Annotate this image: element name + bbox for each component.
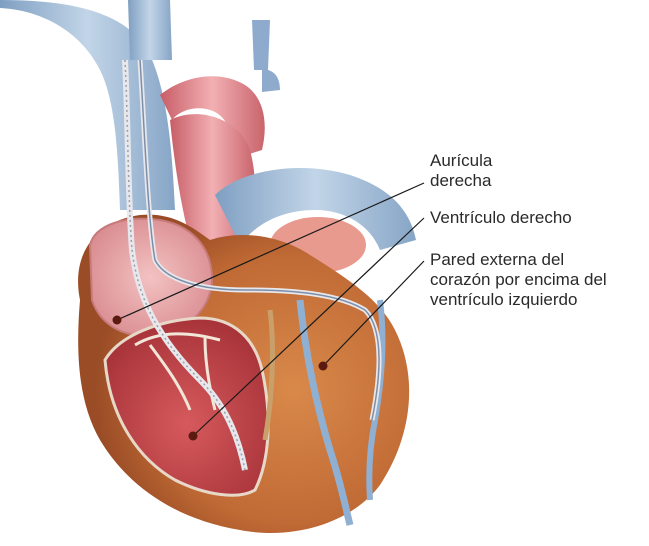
label-right-atrium-line2: derecha <box>430 171 491 190</box>
label-right-atrium-line1: Aurícula <box>430 151 492 170</box>
label-outer-wall: Pared externa del corazón por encima del… <box>430 250 607 310</box>
label-right-ventricle-line1: Ventrículo derecho <box>430 208 572 227</box>
marker-dot-ventricle <box>189 432 198 441</box>
marker-dot-wall <box>319 362 328 371</box>
label-outer-wall-line3: ventrículo izquierdo <box>430 290 577 309</box>
label-outer-wall-line2: corazón por encima del <box>430 270 607 289</box>
label-outer-wall-line1: Pared externa del <box>430 250 564 269</box>
top-vessel-right <box>252 20 280 92</box>
label-right-ventricle: Ventrículo derecho <box>430 208 572 228</box>
label-right-atrium: Aurícula derecha <box>430 151 492 191</box>
top-vessel-left <box>128 0 172 60</box>
marker-dot-atrium <box>113 316 122 325</box>
